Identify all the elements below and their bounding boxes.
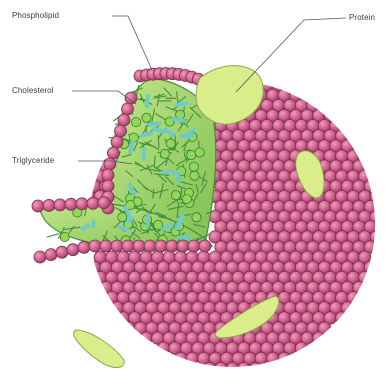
phospholipid-head [89,240,101,252]
cholesterol-molecule [166,139,175,148]
label-cholesterol: Cholesterol [12,86,54,95]
phospholipid-head [102,180,114,192]
triglyceride-molecule [173,119,183,121]
phospholipid-head [249,362,261,374]
fatty-acid-tail [158,135,159,147]
phospholipid-head [215,362,227,374]
cholesterol-molecule [171,191,180,200]
phospholipid-head [226,362,238,374]
phospholipid-head [54,199,66,211]
phospholipid-head [102,169,114,181]
phospholipid-head [34,251,46,263]
triglyceride-molecule [163,172,173,173]
cholesterol-molecule [192,213,201,222]
triglyceride-molecule [120,227,128,230]
phospholipid-head [123,322,135,334]
phospholipid-head [203,362,215,374]
cholesterol-molecule [60,232,69,241]
triglyceride-molecule [147,96,148,106]
phospholipid-head [278,352,290,364]
phospholipid-head [118,114,130,126]
triglyceride-molecule [150,123,160,125]
phospholipid-head [56,246,68,258]
triglyceride-molecule [154,129,164,132]
triglyceride-molecule [142,133,152,136]
phospholipid-head [336,312,348,324]
cholesterol-molecule [182,195,191,204]
phospholipid-head [155,240,167,252]
phospholipid-head [111,240,123,252]
cholesterol-molecule [187,151,196,160]
phospholipid-head [133,240,145,252]
phospholipid-head [78,241,90,253]
label-protein: Protein [349,13,375,22]
phospholipid-head [98,197,110,209]
phospholipid-head [199,240,211,252]
phospholipid-head [166,240,178,252]
cholesterol-molecule [142,113,151,122]
phospholipid-head [104,158,116,170]
phospholipid-head [122,103,134,115]
phospholipid-head [45,249,57,261]
phospholipid-head [177,240,189,252]
phospholipid-head [122,240,134,252]
triglyceride-molecule [130,142,133,152]
fatty-acid-tail [47,234,59,237]
phospholipid-head [76,198,88,210]
phospholipid-head [175,352,187,364]
phospholipid-head [87,197,99,209]
phospholipid-head [144,240,156,252]
phospholipid-head [111,136,123,148]
leader-phospholipid [112,16,152,70]
label-triglyceride: Triglyceride [12,156,54,165]
phospholipid-head [32,200,44,212]
phospholipid-head [188,240,200,252]
phospholipid-head [238,362,250,374]
cholesterol-molecule [190,171,199,180]
phospholipid-head [186,352,198,364]
triglyceride-molecule [178,216,182,220]
cholesterol-molecule [160,149,169,158]
phospholipid-head [67,244,79,256]
triglyceride-molecule [177,103,187,105]
cholesterol-molecule [132,118,141,127]
phospholipid-head [157,342,169,354]
phospholipid-head [100,240,112,252]
protein-bottom-left [74,330,125,367]
label-phospholipid: Phospholipid [12,11,59,20]
phospholipid-head [65,198,77,210]
phospholipid-head [313,332,325,344]
phospholipid-head [117,312,129,324]
phospholipid-head [43,199,55,211]
cholesterol-molecule [189,162,198,171]
phospholipid-head [140,332,152,344]
phospholipid-head [267,352,279,364]
phospholipid-head [125,92,137,104]
phospholipid-head [115,125,127,137]
phospholipid-head [295,342,307,354]
phospholipid-head [107,147,119,159]
cholesterol-molecule [195,148,204,157]
triglyceride-molecule [178,172,179,182]
